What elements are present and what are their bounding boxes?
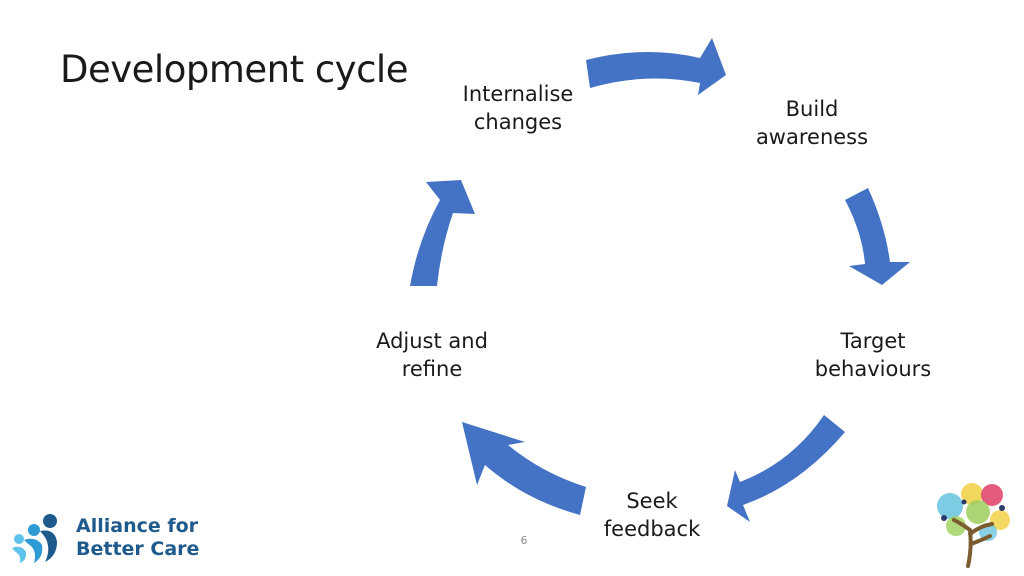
cycle-arrow-seek-to-adjust (462, 422, 586, 515)
org-logo: Alliance for Better Care (10, 510, 200, 566)
cycle-arrow-internalise-to-build (586, 38, 726, 95)
step-internalise-line2: changes (473, 110, 563, 134)
step-internalise-changes: Internalise changes (448, 80, 588, 136)
step-target-line1: Target (840, 329, 906, 353)
org-name-line1: Alliance for (76, 515, 199, 537)
cycle-arrow-adjust-to-internalise (410, 180, 475, 286)
org-name: Alliance for Better Care (76, 515, 199, 561)
slide-title: Development cycle (60, 48, 408, 91)
tree-icon (937, 483, 1010, 568)
page-number: 6 (520, 534, 528, 547)
step-adjust-line1: Adjust and (376, 329, 488, 353)
org-name-line2: Better Care (76, 538, 200, 560)
step-build-line2: awareness (755, 125, 869, 149)
step-seek-line1: Seek (626, 489, 678, 513)
cycle-arrow-build-to-target (845, 188, 910, 285)
step-adjust-line2: refine (401, 357, 463, 381)
step-target-behaviours: Target behaviours (800, 327, 946, 383)
step-adjust-and-refine: Adjust and refine (362, 327, 502, 383)
cycle-arrow-target-to-seek (727, 415, 845, 522)
step-build-line1: Build (785, 97, 839, 121)
step-build-awareness: Build awareness (742, 95, 882, 151)
step-target-line2: behaviours (814, 357, 932, 381)
people-icon (12, 514, 57, 563)
step-seek-feedback: Seek feedback (582, 487, 722, 543)
step-seek-line2: feedback (603, 517, 701, 541)
step-internalise-line1: Internalise (462, 82, 574, 106)
